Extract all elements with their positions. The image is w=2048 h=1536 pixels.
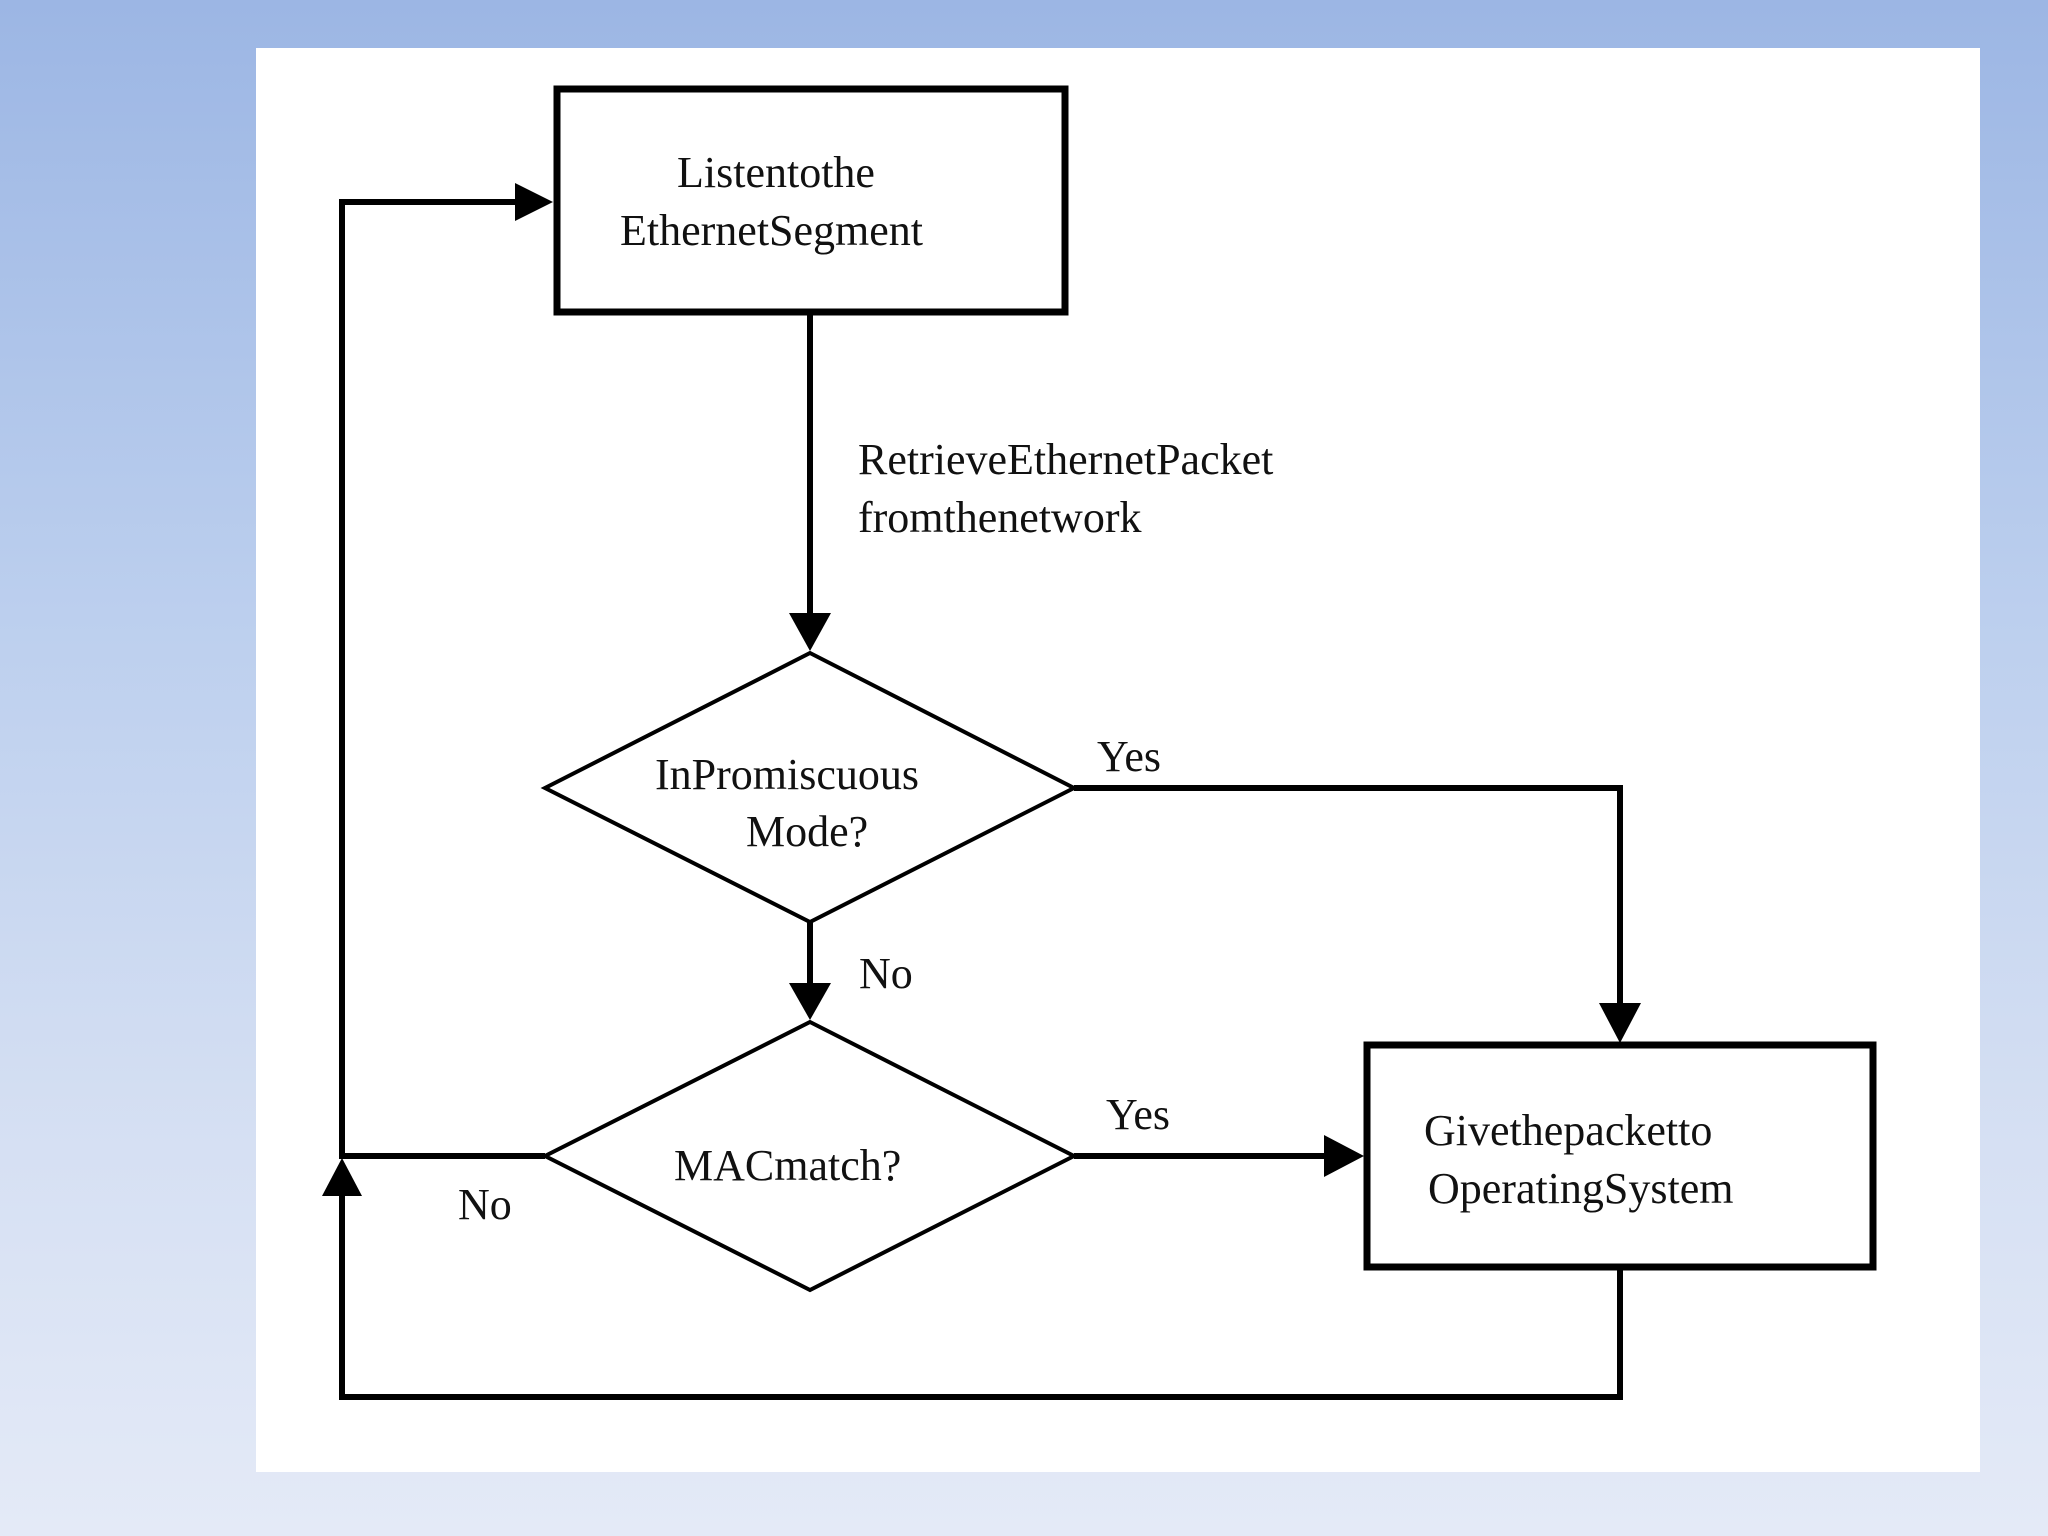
edge-retrieve-arrow	[789, 613, 831, 651]
node-give-line-2: OperatingSystem	[1428, 1164, 1734, 1213]
node-promiscuous-line-2: Mode?	[746, 807, 868, 856]
edge-give-loop-line	[339, 1190, 1623, 1400]
edge-give-loop-arrow	[322, 1158, 362, 1196]
edge-mac-no-line	[339, 199, 545, 1159]
node-give-line-1: Givethepacketto	[1424, 1106, 1712, 1155]
edge-promisc-yes-label: Yes	[1097, 732, 1161, 781]
nodes	[540, 85, 1877, 1293]
connectors	[322, 183, 1641, 1400]
edge-mac-yes-arrow	[1324, 1135, 1364, 1177]
node-labels: Listentothe EthernetSegment InPromiscuou…	[620, 148, 1734, 1213]
edge-promisc-no-arrow	[789, 983, 831, 1020]
edge-labels: RetrieveEthernetPacket fromthenetwork Ye…	[458, 435, 1273, 1229]
edge-mac-yes-label: Yes	[1106, 1090, 1170, 1139]
node-listen-box	[553, 85, 1069, 316]
edge-promisc-yes-arrow	[1599, 1003, 1641, 1043]
edge-mac-no-arrow	[515, 183, 553, 221]
edge-retrieve-label-line-2: fromthenetwork	[858, 493, 1141, 542]
edge-promisc-no-label: No	[859, 949, 913, 998]
node-promiscuous-diamond	[540, 650, 1079, 925]
node-listen-line-2: EthernetSegment	[620, 206, 923, 255]
edge-promisc-yes-line	[1074, 785, 1623, 1007]
node-promiscuous-line-1: InPromiscuous	[655, 750, 919, 799]
node-listen-line-1: Listentothe	[677, 148, 875, 197]
node-mac-diamond	[540, 1019, 1079, 1293]
edge-mac-no-label: No	[458, 1180, 512, 1229]
edge-retrieve-label-line-1: RetrieveEthernetPacket	[858, 435, 1273, 484]
node-give-box	[1363, 1041, 1877, 1271]
node-mac-line-1: MACmatch?	[674, 1141, 901, 1190]
